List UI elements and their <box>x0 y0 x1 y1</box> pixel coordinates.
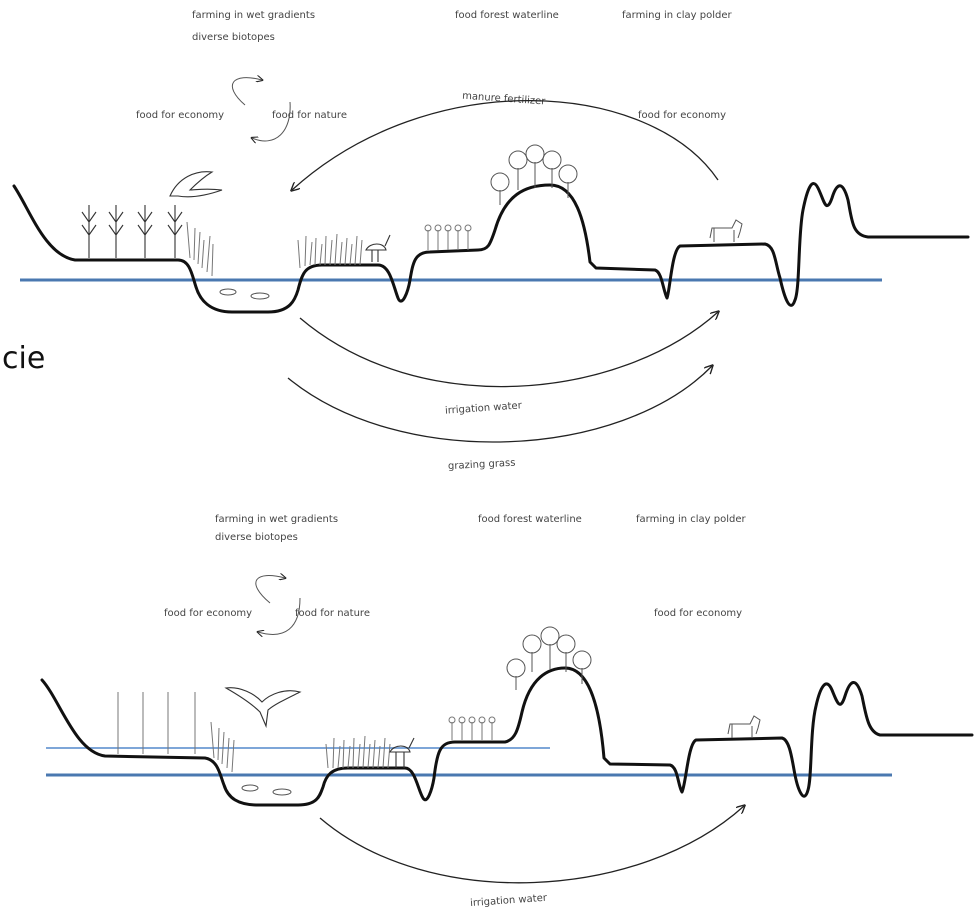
fish-icon <box>241 784 259 792</box>
label-irrigation-water: irrigation water <box>470 893 548 909</box>
label-wet-gradients: farming in wet gradients <box>192 10 315 21</box>
ground-profile <box>40 666 974 807</box>
food-forest-trees <box>506 626 592 690</box>
crop-plants <box>81 205 183 258</box>
label-clay-polder: farming in clay polder <box>636 514 747 525</box>
label-food-for-economy: food for economy <box>164 608 252 619</box>
arc-grazing-grass <box>287 366 712 443</box>
panel-bottom: farming in wet gradients diverse biotope… <box>40 514 974 909</box>
label-irrigation-water: irrigation water <box>445 400 523 416</box>
fruit-bushes <box>424 224 472 250</box>
label-diverse-biotopes: diverse biotopes <box>192 32 275 43</box>
fish-icon <box>219 288 237 296</box>
arc-irrigation-water <box>299 312 718 388</box>
cow-icon <box>727 715 761 738</box>
heron-icon <box>365 234 391 262</box>
cycle-arrow-upper <box>232 78 262 106</box>
panel-top: farming in wet gradients diverse biotope… <box>12 10 970 473</box>
label-food-for-economy-right: food for economy <box>654 608 742 619</box>
label-diverse-biotopes: diverse biotopes <box>215 532 298 543</box>
arc-irrigation-water <box>319 806 744 884</box>
label-food-forest: food forest waterline <box>478 514 582 525</box>
reeds-left <box>186 221 214 277</box>
arc-manure-fertilizer <box>292 100 719 190</box>
label-wet-gradients: farming in wet gradients <box>215 514 338 525</box>
heron-icon <box>389 737 415 768</box>
ground-profile <box>12 182 970 314</box>
tall-plants <box>117 692 196 754</box>
label-clay-polder: farming in clay polder <box>622 10 733 21</box>
label-food-for-economy-right: food for economy <box>638 110 726 121</box>
fish-icon <box>272 788 292 796</box>
label-food-for-nature: food for nature <box>295 608 370 619</box>
fruit-bushes <box>448 716 496 740</box>
food-forest-trees <box>490 144 578 205</box>
fish-icon <box>250 292 270 300</box>
bird-icon <box>169 171 223 198</box>
bird-icon <box>224 687 302 729</box>
reeds-middle <box>297 233 363 269</box>
cycle-arrow-lower <box>258 597 301 634</box>
reeds-middle <box>325 735 391 769</box>
cow-icon <box>709 219 743 242</box>
cycle-arrow-upper <box>255 576 285 604</box>
reeds-left <box>210 721 235 773</box>
cycle-arrow-lower <box>252 101 291 141</box>
label-food-forest: food forest waterline <box>455 10 559 21</box>
label-grazing-grass: grazing grass <box>448 458 516 473</box>
partial-text: cie <box>2 341 45 376</box>
label-food-for-nature: food for nature <box>272 110 347 121</box>
label-food-for-economy: food for economy <box>136 110 224 121</box>
